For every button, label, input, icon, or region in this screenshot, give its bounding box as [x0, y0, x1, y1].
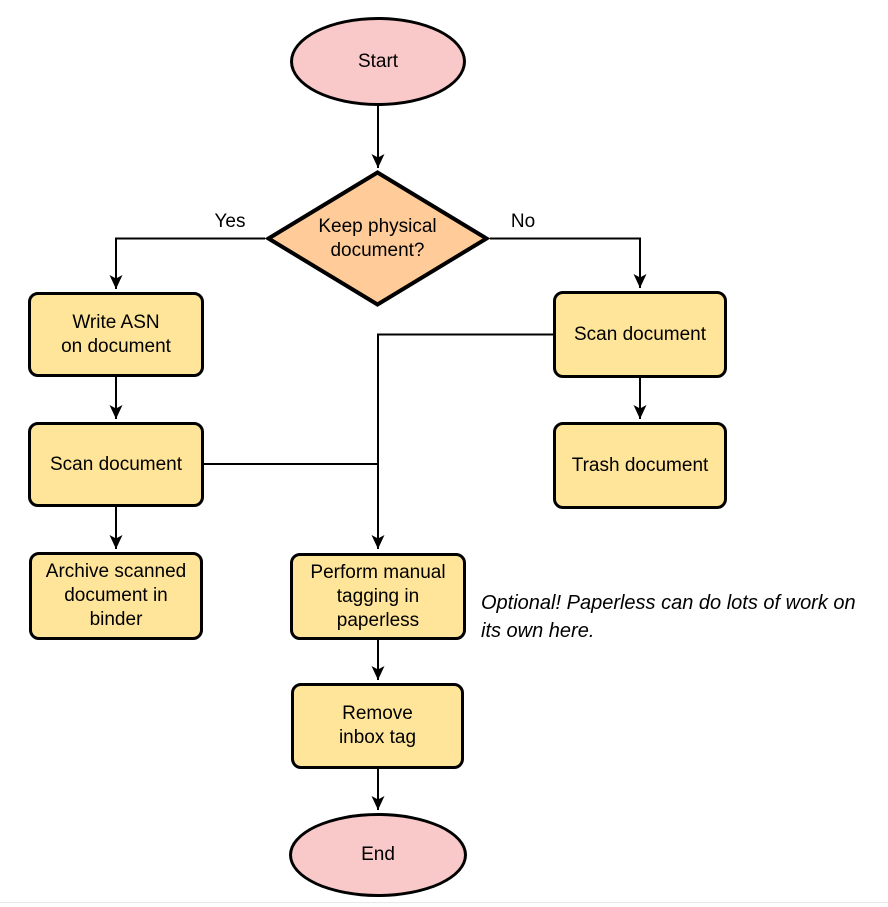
optional-note: Optional! Paperless can do lots of work … — [481, 592, 856, 642]
edge-scanright-to-tagging — [371, 333, 553, 549]
edge-decision-no — [490, 237, 647, 288]
decision-diamond-shape — [265, 170, 490, 307]
node-scan-document-right-label: Scan document — [573, 323, 707, 345]
node-end: End — [289, 813, 467, 897]
node-archive-binder-label: Archive scanned document in binder — [45, 561, 187, 630]
edge-label-no: No — [496, 211, 550, 233]
node-scan-document-left: Scan document — [28, 422, 204, 507]
node-start-label: Start — [357, 50, 399, 72]
node-manual-tagging: Perform manual tagging in paperless — [290, 553, 466, 640]
node-remove-inbox-tag-label: Remove inbox tag — [338, 703, 417, 748]
node-scan-document-left-label: Scan document — [49, 453, 183, 475]
node-start: Start — [290, 17, 466, 106]
edge-label-yes: Yes — [203, 211, 257, 233]
node-manual-tagging-label: Perform manual tagging in paperless — [310, 561, 446, 631]
bottom-divider — [0, 902, 888, 907]
node-trash-document: Trash document — [553, 422, 727, 509]
node-decision-label: Keep physical document? — [318, 215, 437, 261]
node-scan-document-right: Scan document — [553, 291, 727, 378]
node-write-asn-label: Write ASN on document — [61, 311, 171, 357]
node-archive-binder: Archive scanned document in binder — [29, 552, 203, 640]
edge-decision-yes — [109, 237, 265, 289]
node-end-label: End — [361, 844, 395, 865]
node-remove-inbox-tag: Remove inbox tag — [291, 683, 464, 769]
node-decision: Keep physical document? — [265, 170, 490, 307]
node-write-asn: Write ASN on document — [28, 292, 204, 377]
node-trash-document-label: Trash document — [571, 454, 709, 476]
